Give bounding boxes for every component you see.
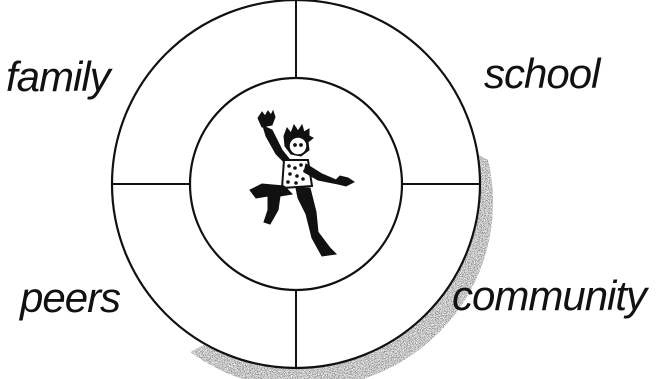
label-school: school [484, 50, 602, 97]
label-peers: peers [18, 274, 121, 321]
label-community: community [452, 272, 650, 319]
label-family: family [6, 53, 114, 100]
